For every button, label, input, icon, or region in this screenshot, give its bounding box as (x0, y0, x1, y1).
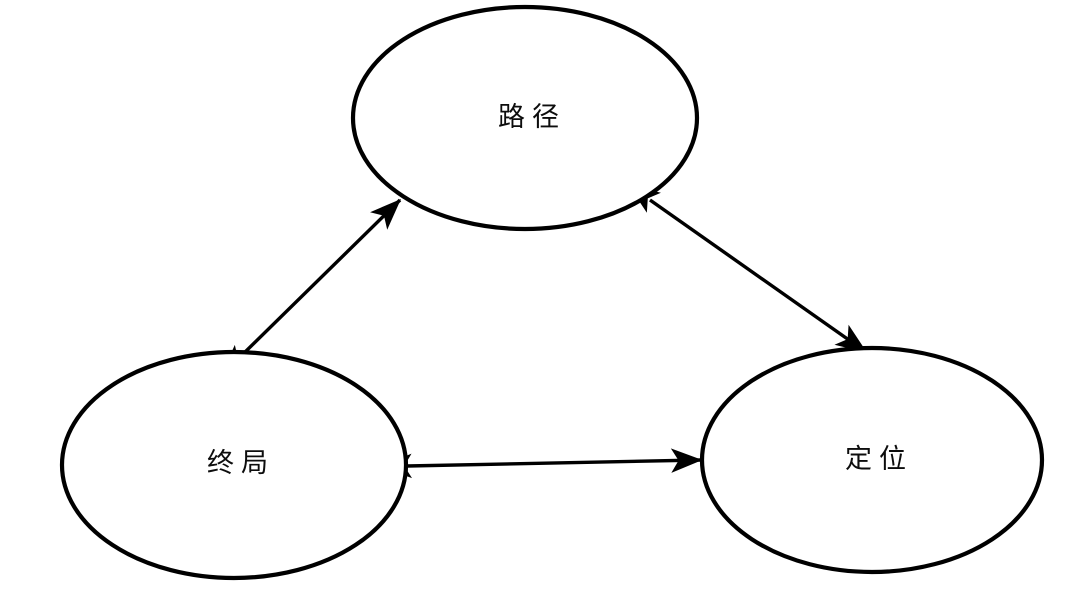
node-positioning-ellipse[interactable] (699, 345, 1045, 575)
edge-endgame-positioning[interactable] (380, 448, 703, 479)
node-endgame-ellipse[interactable] (59, 349, 409, 581)
node-endgame[interactable]: 终局 (59, 349, 409, 581)
node-path-ellipse[interactable] (350, 4, 700, 232)
node-positioning-label: 定位 (845, 444, 913, 474)
node-path-label: 路径 (498, 102, 566, 132)
edge-group (221, 184, 868, 479)
node-positioning[interactable]: 定位 (699, 345, 1045, 575)
edge-path-positioning[interactable] (628, 184, 868, 354)
node-endgame-label: 终局 (207, 448, 275, 478)
node-path[interactable]: 路径 (350, 4, 700, 232)
edge-endgame-path[interactable] (221, 198, 402, 376)
